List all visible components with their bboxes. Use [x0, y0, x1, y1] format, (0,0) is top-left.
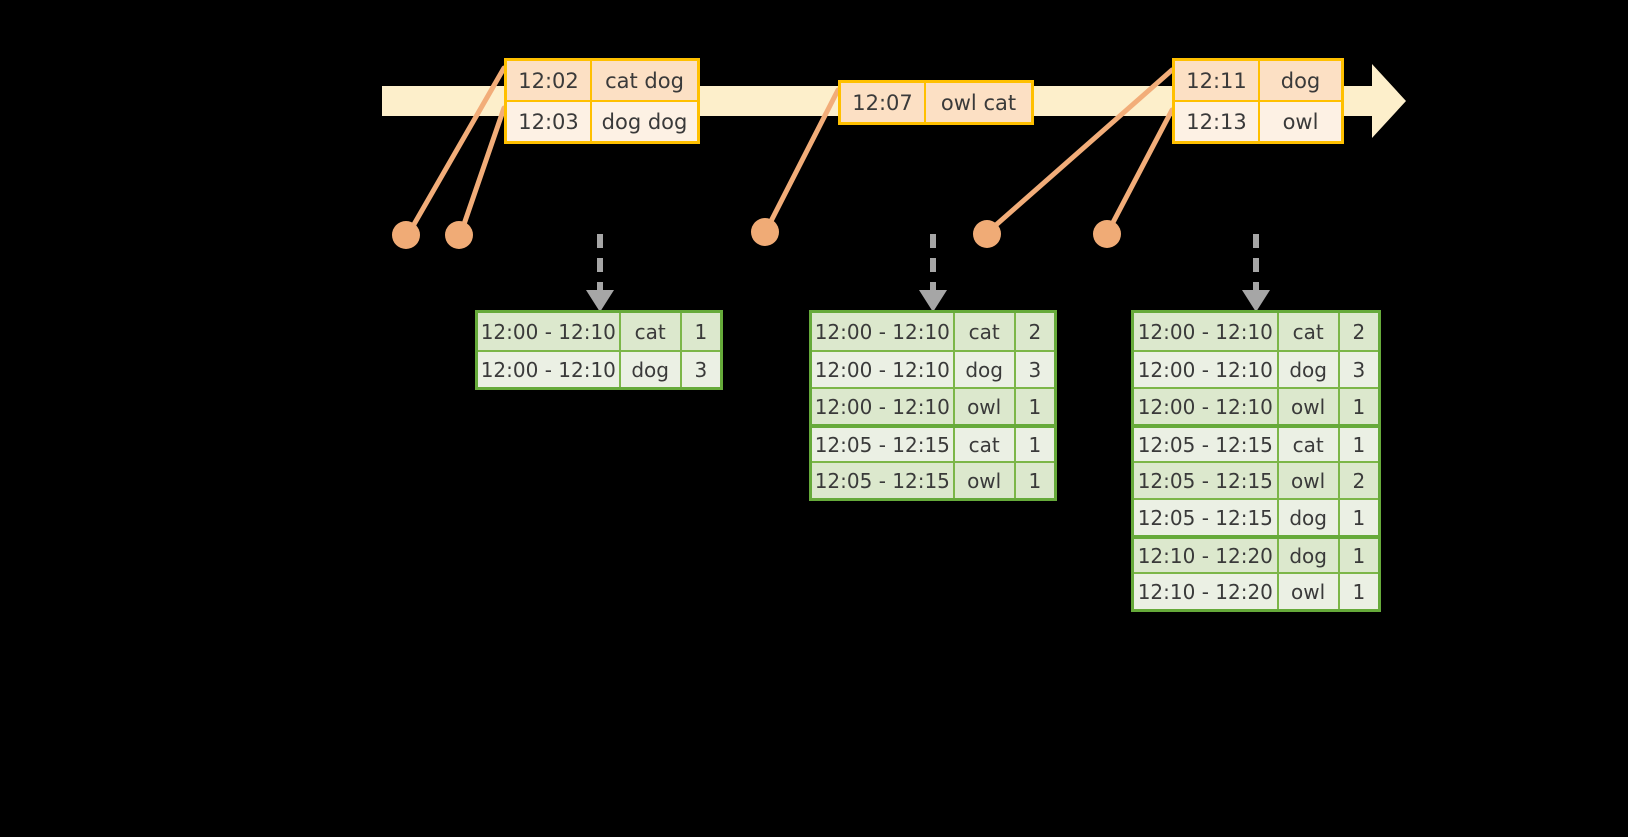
emit-arrow-2: [919, 234, 947, 312]
count-cell: 1: [1339, 500, 1378, 535]
count-cell: 2: [1015, 313, 1055, 350]
key-cell: cat: [954, 313, 1016, 350]
count-cell: 1: [1339, 389, 1378, 424]
window-cell: 12:05 - 12:15: [1134, 463, 1279, 498]
window-cell: 12:05 - 12:15: [1134, 428, 1279, 461]
count-cell: 1: [1339, 574, 1378, 609]
event-time: 12:11: [1175, 61, 1260, 100]
count-cell: 1: [1339, 539, 1378, 572]
key-cell: dog: [1278, 500, 1340, 535]
connector-dot: [445, 221, 473, 249]
event-group-1[interactable]: 12:02 cat dog 12:03 dog dog: [504, 58, 700, 144]
key-cell: owl: [954, 463, 1016, 498]
window-cell: 12:00 - 12:10: [1134, 313, 1279, 350]
event-time: 12:03: [507, 102, 592, 141]
window-cell: 12:00 - 12:10: [1134, 352, 1279, 387]
count-cell: 3: [1339, 352, 1378, 387]
window-cell: 12:00 - 12:10: [478, 352, 621, 387]
event-words: owl cat: [926, 83, 1031, 122]
event-row[interactable]: 12:02 cat dog: [507, 61, 697, 100]
window-cell: 12:00 - 12:10: [812, 313, 955, 350]
event-words: cat dog: [592, 61, 697, 100]
window-cell: 12:00 - 12:10: [1134, 389, 1279, 424]
event-row[interactable]: 12:03 dog dog: [507, 100, 697, 141]
connector-dot: [1093, 220, 1121, 248]
key-cell: owl: [1278, 463, 1340, 498]
key-cell: owl: [1278, 389, 1340, 424]
event-group-3[interactable]: 12:11 dog 12:13 owl: [1172, 58, 1344, 144]
window-cell: 12:00 - 12:10: [812, 389, 955, 424]
key-cell: owl: [954, 389, 1016, 424]
key-cell: cat: [1278, 313, 1340, 350]
key-cell: dog: [1278, 352, 1340, 387]
connector-dot: [392, 221, 420, 249]
emit-arrow-3: [1242, 234, 1270, 312]
count-cell: 1: [1015, 428, 1055, 461]
count-cell: 1: [1015, 389, 1055, 424]
connector-dot: [973, 220, 1001, 248]
key-cell: dog: [954, 352, 1016, 387]
count-cell: 1: [1339, 428, 1378, 461]
key-cell: cat: [620, 313, 682, 350]
emit-arrows: [586, 234, 1270, 312]
emit-arrow-1: [586, 234, 614, 312]
count-cell: 1: [1015, 463, 1055, 498]
count-cell: 3: [1015, 352, 1055, 387]
window-cell: 12:05 - 12:15: [812, 428, 955, 461]
event-words: dog dog: [592, 102, 697, 141]
event-group-2[interactable]: 12:07 owl cat: [838, 80, 1034, 125]
key-cell: dog: [1278, 539, 1340, 572]
event-time: 12:13: [1175, 102, 1260, 141]
event-connector-dots: [392, 218, 1121, 249]
window-cell: 12:10 - 12:20: [1134, 539, 1279, 572]
event-words: dog: [1260, 61, 1341, 100]
window-cell: 12:00 - 12:10: [812, 352, 955, 387]
count-cell: 2: [1339, 313, 1378, 350]
event-time: 12:07: [841, 83, 926, 122]
event-time: 12:02: [507, 61, 592, 100]
window-cell: 12:05 - 12:15: [812, 463, 955, 498]
key-cell: owl: [1278, 574, 1340, 609]
key-cell: cat: [954, 428, 1016, 461]
key-cell: cat: [1278, 428, 1340, 461]
count-cell: 1: [681, 313, 721, 350]
key-cell: dog: [620, 352, 682, 387]
connector-dot: [751, 218, 779, 246]
window-cell: 12:00 - 12:10: [478, 313, 621, 350]
event-row[interactable]: 12:11 dog: [1175, 61, 1341, 100]
event-row[interactable]: 12:13 owl: [1175, 100, 1341, 141]
window-cell: 12:10 - 12:20: [1134, 574, 1279, 609]
event-row[interactable]: 12:07 owl cat: [841, 83, 1031, 122]
event-words: owl: [1260, 102, 1341, 141]
count-cell: 2: [1339, 463, 1378, 498]
count-cell: 3: [681, 352, 721, 387]
window-cell: 12:05 - 12:15: [1134, 500, 1279, 535]
